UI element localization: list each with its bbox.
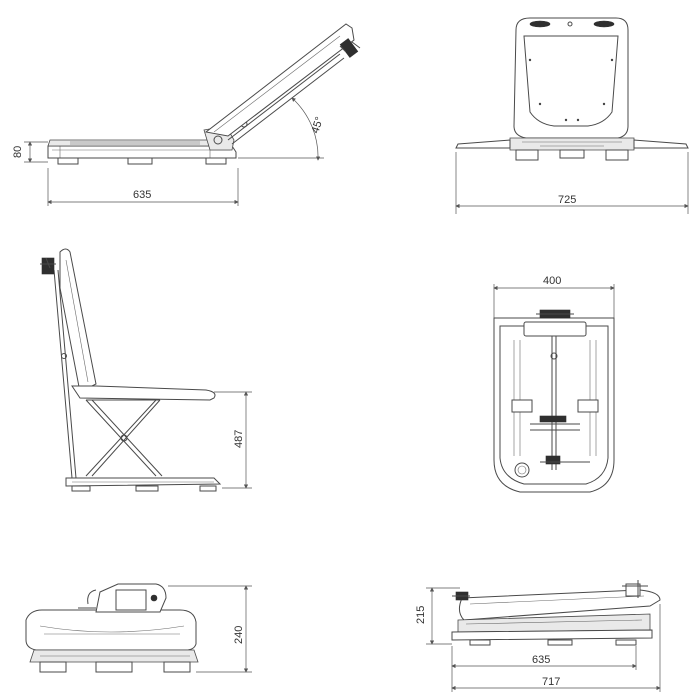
dim-side-raised-height: 487 <box>233 430 245 448</box>
dim-front-width: 725 <box>558 194 576 206</box>
dim-recline-angle: 45° <box>309 115 326 135</box>
dim-front-lowered-height: 240 <box>233 626 245 644</box>
dim-top-width: 400 <box>543 275 561 287</box>
dim-side-reclined-height: 80 <box>12 146 24 158</box>
view-front-reclined: 725 <box>455 17 689 214</box>
dim-side-lowered-total-length: 717 <box>542 676 560 688</box>
view-side-lowered: 215 635 717 <box>415 580 661 692</box>
dim-side-lowered-height: 215 <box>415 606 427 624</box>
dim-side-lowered-seat-length: 635 <box>532 654 550 666</box>
view-side-reclined: 80 635 45° <box>12 23 361 206</box>
view-front-lowered: 240 <box>25 583 252 673</box>
view-top: 400 <box>493 275 615 493</box>
view-side-raised: 487 <box>40 248 252 492</box>
dim-side-reclined-length: 635 <box>133 189 151 201</box>
